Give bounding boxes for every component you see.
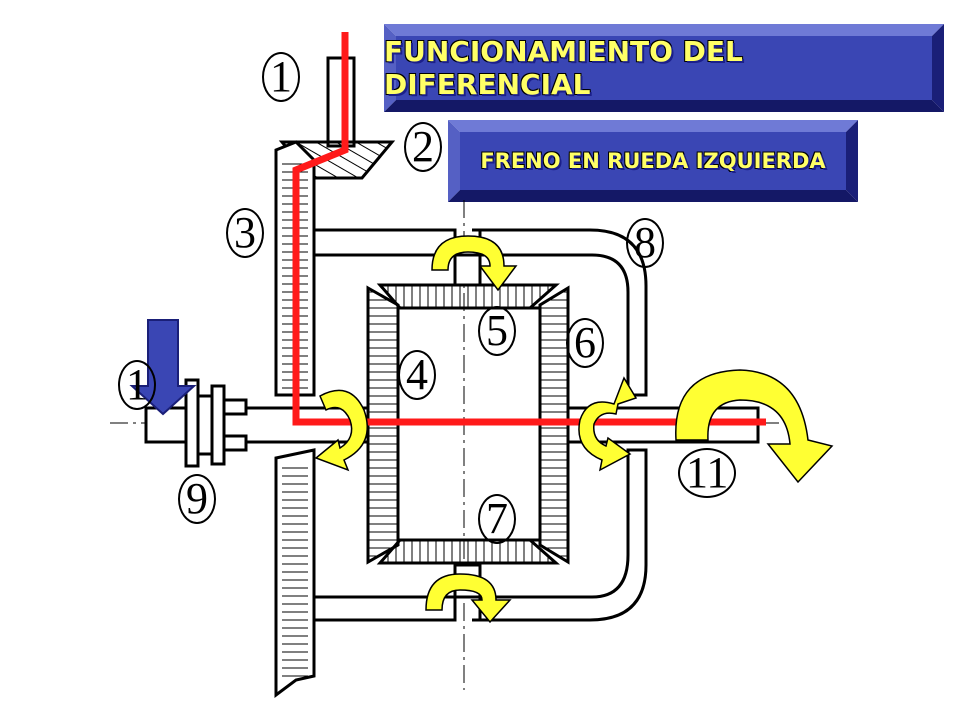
- spider-gear-bottom: [376, 538, 560, 565]
- subtitle-banner-frame: [448, 120, 858, 202]
- page-subtitle: FRENO EN RUEDA IZQUIERDA: [480, 149, 826, 173]
- label-side-gear-left: 4: [398, 350, 436, 401]
- label-brake-drum: 9: [178, 474, 216, 525]
- title-banner: FUNCIONAMIENTO DEL DIFERENCIAL: [384, 24, 944, 112]
- rotation-arrow-icon: [675, 369, 834, 484]
- label-side-gear-right: 6: [566, 318, 604, 369]
- label-spider-gear-top: 5: [478, 306, 516, 357]
- title-banner-frame: [384, 24, 944, 112]
- rotation-arrow-icon: [314, 389, 368, 472]
- label-carrier-housing: 8: [626, 218, 664, 269]
- label-spider-gear-bottom: 7: [478, 494, 516, 545]
- label-crown-wheel: 3: [226, 208, 264, 259]
- rotation-arrow-icon: [578, 376, 638, 472]
- rotation-arrow-icon: [425, 573, 512, 624]
- label-pinion-shaft: 1: [262, 52, 300, 103]
- label-pinion-gear: 2: [404, 122, 442, 173]
- label-right-wheel: 11: [678, 448, 737, 499]
- page-title: FUNCIONAMIENTO DEL DIFERENCIAL: [384, 35, 743, 101]
- subtitle-banner: FRENO EN RUEDA IZQUIERDA: [448, 120, 858, 202]
- power-flow-line: [292, 32, 766, 426]
- spider-gear-top: [376, 283, 560, 310]
- rotation-arrow-icon: [431, 235, 518, 292]
- label-left-wheel: 1: [118, 360, 156, 411]
- pinion-shaft: [326, 56, 356, 148]
